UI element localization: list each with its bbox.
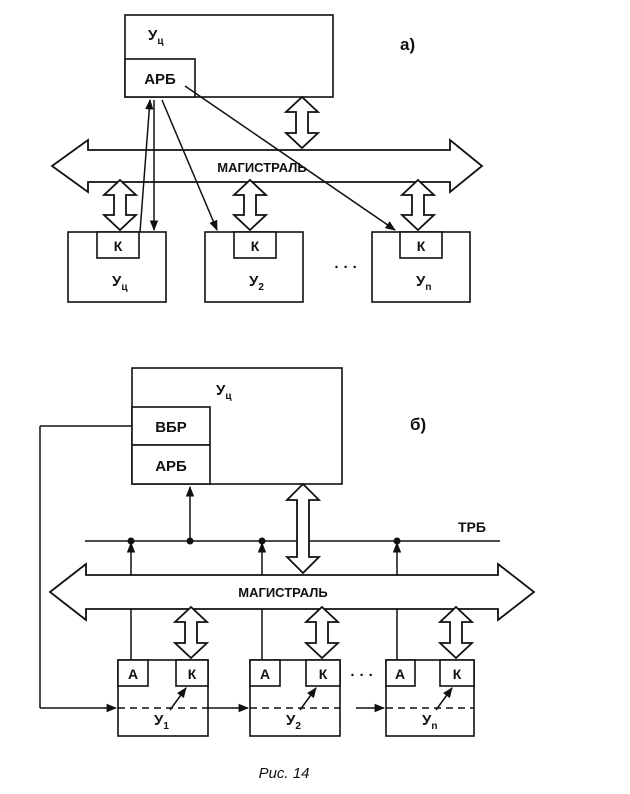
dev1-bus-link-b xyxy=(172,605,210,660)
device-b-n: А К Уn xyxy=(385,659,475,737)
trb-label: ТРБ xyxy=(458,519,486,535)
central-unit-a: Уц АРБ xyxy=(124,14,334,98)
a-block xyxy=(249,659,281,687)
diagram-a: а) Уц АРБ МАГИСТРАЛЬ К Уц К У2 xyxy=(50,14,484,303)
diagram-b-label: б) xyxy=(410,415,426,434)
a-block xyxy=(385,659,416,687)
ellipsis-a: · · · xyxy=(334,259,357,276)
grant-to-k-1 xyxy=(169,687,187,711)
grant-line-2 xyxy=(161,99,218,231)
central-unit-title: Уц xyxy=(148,27,164,47)
controller-block xyxy=(439,659,475,687)
bus-a-label: МАГИСТРАЛЬ xyxy=(217,160,306,175)
central-unit-title: Уц xyxy=(216,382,232,402)
grant-to-k-2 xyxy=(299,687,317,711)
controller-label: К xyxy=(251,238,260,254)
device-label: У1 xyxy=(154,712,169,732)
controller-block xyxy=(233,231,277,259)
controller-label: К xyxy=(417,238,426,254)
request-line-1 xyxy=(139,98,154,233)
device-a-n: К Уn xyxy=(371,231,471,303)
grant-to-k-n xyxy=(435,687,453,711)
devn-bus-link-b xyxy=(437,605,475,660)
device-a-1: К Уц xyxy=(67,231,167,303)
device-a-2: К У2 xyxy=(204,231,304,303)
cu-bus-link-b xyxy=(284,482,322,575)
controller-label: К xyxy=(453,666,462,682)
diagram-a-label: а) xyxy=(400,35,415,54)
vbr-label: ВБР xyxy=(155,419,187,436)
bus-a xyxy=(50,138,484,194)
dev2-bus-link-b xyxy=(303,605,341,660)
controller-label: К xyxy=(114,238,123,254)
figure-caption: Рис. 14 xyxy=(259,765,310,782)
dev2-bus-link-a xyxy=(231,178,269,232)
bus-b xyxy=(48,562,536,622)
controller-label: К xyxy=(188,666,197,682)
a-label: А xyxy=(260,666,270,682)
device-label: Уц xyxy=(112,273,128,293)
arbiter-block xyxy=(124,58,196,98)
dev1-bus-link-a xyxy=(101,178,139,232)
central-unit-b: Уц ВБР АРБ xyxy=(131,367,343,485)
device-label: Уn xyxy=(422,712,437,732)
device-label: У2 xyxy=(286,712,301,732)
devn-bus-link-a xyxy=(399,178,437,232)
controller-block xyxy=(399,231,443,259)
bus-b-label: МАГИСТРАЛЬ xyxy=(238,585,327,600)
diagram-b: б) Уц ВБР АРБ ТРБ МАГИСТРАЛЬ xyxy=(39,367,536,737)
device-label: Уn xyxy=(416,273,431,293)
ellipsis-b: · · · xyxy=(350,667,373,684)
a-label: А xyxy=(395,666,405,682)
a-block xyxy=(117,659,149,687)
arbiter-label: АРБ xyxy=(155,458,187,475)
a-label: А xyxy=(128,666,138,682)
grant-line-n xyxy=(184,85,396,231)
device-b-2: А К У2 xyxy=(249,659,341,737)
arbiter-label: АРБ xyxy=(144,71,176,88)
controller-block xyxy=(175,659,209,687)
device-b-1: А К У1 xyxy=(117,659,209,737)
arbiter-block xyxy=(131,444,211,485)
cu-bus-link-a xyxy=(283,95,321,150)
controller-block xyxy=(305,659,341,687)
device-label: У2 xyxy=(249,273,264,293)
controller-block xyxy=(96,231,140,259)
controller-label: К xyxy=(319,666,328,682)
